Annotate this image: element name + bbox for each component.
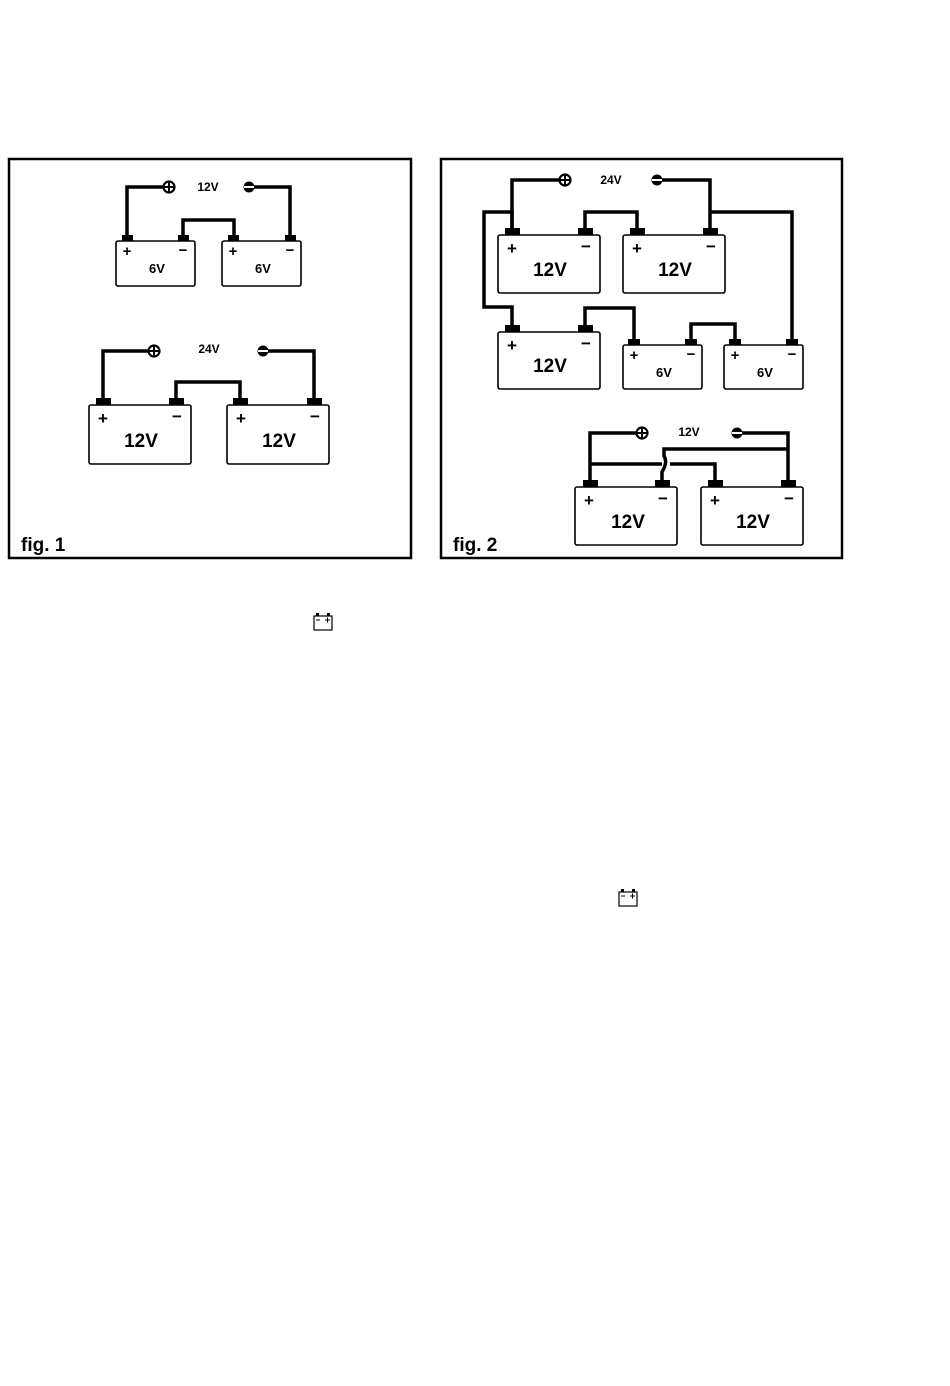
battery-icon [314,613,332,630]
minus-sign: − [687,346,696,363]
minus-sign: − [658,489,668,508]
circuit-voltage-label: 12V [678,425,699,439]
figure-1-panel: 12V + − 6V + − 6V 24V [9,159,411,558]
battery-voltage-label: 6V [757,365,773,380]
fig2-circuit-24v: 24V + − 12V + − 12V + − 12V [484,173,803,389]
minus-sign: − [784,489,794,508]
minus-sign: − [581,334,591,353]
battery-voltage-label: 6V [255,261,271,276]
figure-caption: fig. 2 [453,535,497,556]
minus-sign: − [179,242,188,259]
minus-sign: − [706,237,716,256]
plus-sign: + [236,409,246,428]
battery-icon [619,889,637,906]
fig1-circuit-12v: 12V + − 6V + − 6V [116,180,301,286]
plus-sign: + [731,347,740,364]
battery-voltage-label: 12V [736,512,770,533]
circuit-voltage-label: 24V [198,342,219,356]
battery-voltage-label: 12V [533,356,567,377]
battery-voltage-label: 12V [658,260,692,281]
fig2-circuit-12v: 12V + − 12V + − 12V [575,425,803,545]
plus-sign: + [229,243,238,260]
figure-2-panel: 24V + − 12V + − 12V + − 12V [441,159,842,558]
battery-voltage-label: 6V [149,261,165,276]
battery-voltage-label: 6V [656,365,672,380]
battery-voltage-label: 12V [533,260,567,281]
minus-sign: − [310,407,320,426]
plus-sign: + [507,239,517,258]
plus-sign: + [630,347,639,364]
circuit-voltage-label: 12V [197,180,218,194]
plus-sign: + [584,491,594,510]
fig1-circuit-24v: 24V + − 12V + − 12V [89,342,329,464]
circuit-voltage-label: 24V [600,173,621,187]
battery-voltage-label: 12V [124,431,158,452]
plus-sign: + [710,491,720,510]
figure-caption: fig. 1 [21,535,66,556]
plus-sign: + [98,409,108,428]
plus-sign: + [507,336,517,355]
plus-sign: + [632,239,642,258]
battery-voltage-label: 12V [262,431,296,452]
minus-sign: − [788,346,797,363]
minus-sign: − [286,242,295,259]
battery-voltage-label: 12V [611,512,645,533]
minus-sign: − [172,407,182,426]
plus-sign: + [123,243,132,260]
minus-sign: − [581,237,591,256]
